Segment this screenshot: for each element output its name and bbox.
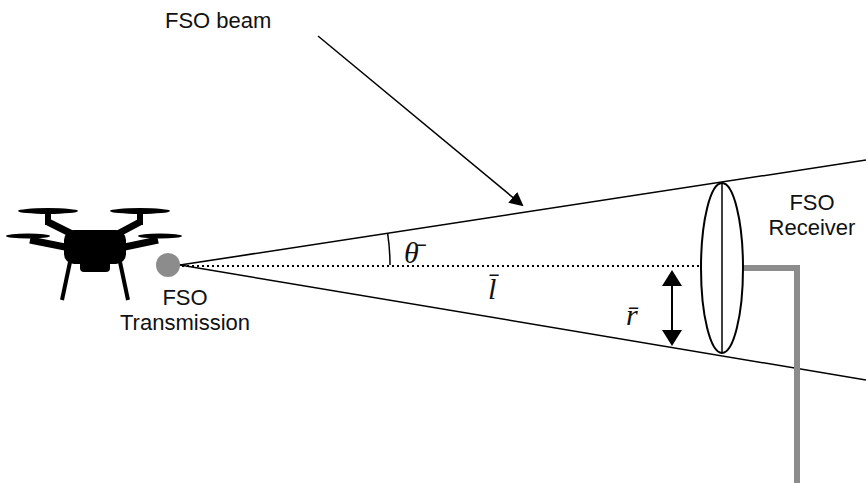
receiver-post bbox=[744, 268, 797, 483]
angle-symbol: θ̄ bbox=[404, 238, 419, 268]
beam-label: FSO beam bbox=[165, 8, 271, 33]
radius-arrow bbox=[671, 284, 673, 331]
radius-arrow-head bbox=[662, 330, 682, 346]
receiver-lens bbox=[701, 183, 743, 353]
beam-axis bbox=[182, 265, 744, 267]
receiver-label: FSO Receiver bbox=[762, 190, 862, 241]
radius-arrow-head bbox=[662, 270, 682, 286]
drone-icon bbox=[6, 208, 182, 300]
transmitter-dot bbox=[156, 253, 180, 277]
beam-edge bbox=[180, 265, 866, 380]
radius-symbol: r̄ bbox=[626, 300, 638, 330]
distance-symbol: l̄ bbox=[488, 274, 496, 304]
beam-edge bbox=[180, 160, 866, 265]
pointer-arrow bbox=[318, 36, 522, 205]
transmitter-label: FSO Transmission bbox=[110, 285, 260, 336]
angle-arc bbox=[388, 233, 390, 265]
lens-line bbox=[721, 184, 723, 352]
